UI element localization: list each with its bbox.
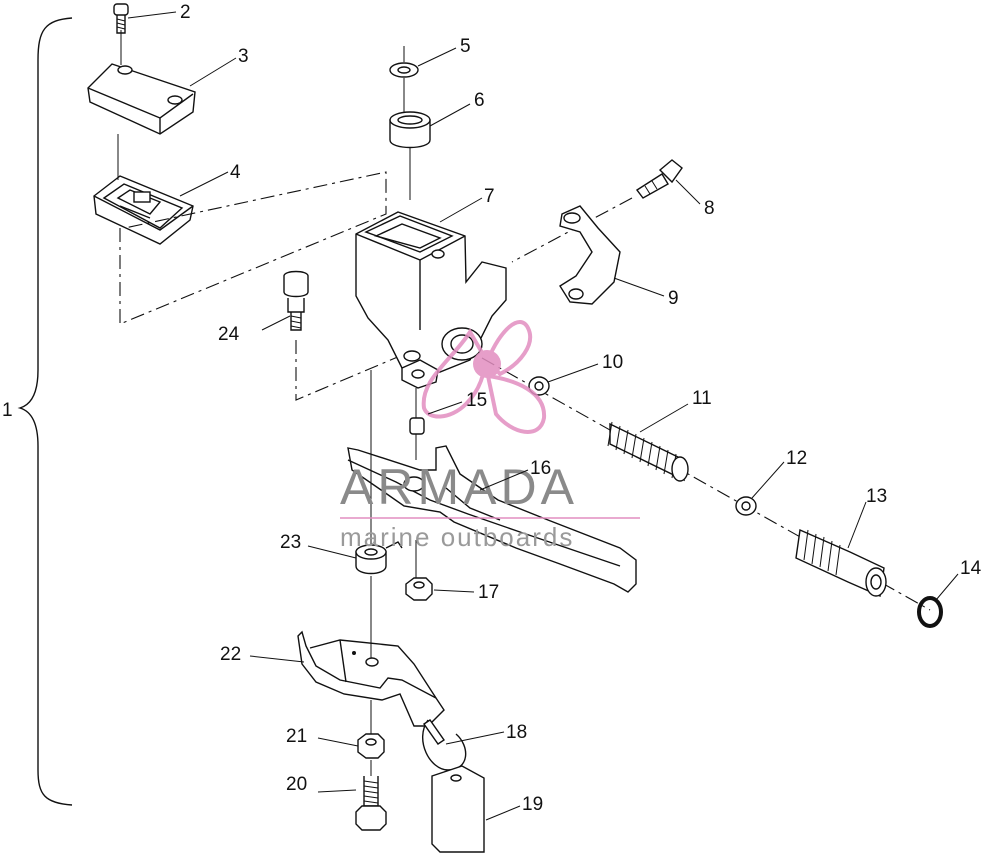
callout-1: 1 [2, 400, 13, 421]
part-18-key-ring [422, 719, 467, 771]
callout-20: 20 [286, 774, 307, 795]
part-11-spring [607, 421, 689, 482]
part-12-washer [735, 496, 757, 516]
part-2-screw [113, 3, 129, 34]
part-21-nut [357, 733, 385, 759]
callout-12: 12 [786, 448, 807, 469]
part-23-bushing [355, 541, 403, 575]
assembly-leader-screw [295, 340, 401, 401]
assembly-bracket [17, 17, 73, 806]
part-8-clamp-bolt [635, 159, 683, 199]
callout-5: 5 [460, 36, 471, 57]
callout-8: 8 [704, 198, 715, 219]
watermark-tagline: marine outboards [340, 522, 574, 552]
armada-logo [421, 320, 547, 434]
callout-leaders [127, 11, 959, 821]
part-22-switch-bracket [297, 630, 445, 727]
part-19-tag [431, 765, 485, 853]
part-20-screw [355, 776, 387, 831]
part-17-nut [405, 577, 433, 601]
callout-7: 7 [484, 186, 495, 207]
callout-22: 22 [220, 644, 241, 665]
callout-15: 15 [466, 390, 487, 411]
part-14-snap-ring [917, 596, 943, 628]
callout-16: 16 [530, 458, 551, 479]
part-10-washer [528, 376, 550, 396]
callout-14: 14 [960, 558, 982, 579]
callout-3: 3 [238, 46, 249, 67]
part-3-reservoir-cover [87, 63, 196, 135]
callout-2: 2 [180, 2, 191, 23]
part-4-diaphragm [93, 175, 194, 245]
callout-21: 21 [286, 726, 307, 747]
callout-13: 13 [866, 486, 887, 507]
callout-4: 4 [230, 162, 241, 183]
callout-6: 6 [474, 90, 485, 111]
callout-19: 19 [522, 794, 543, 815]
callout-18: 18 [506, 722, 527, 743]
callout-23: 23 [280, 532, 301, 553]
part-15-set-screw [409, 417, 425, 435]
part-24-pivot-bolt [283, 270, 309, 331]
callout-9: 9 [668, 288, 679, 309]
callout-24: 24 [218, 324, 240, 345]
part-9-handlebar-clamp [559, 205, 621, 305]
part-6-sleeve [389, 111, 431, 149]
part-13-piston [795, 528, 887, 598]
part-16-brake-lever [347, 445, 637, 593]
callout-11: 11 [692, 388, 712, 409]
assembly-leader-left [119, 171, 387, 325]
callout-17: 17 [478, 582, 499, 603]
callout-10: 10 [602, 352, 623, 373]
watermark-brand: ARMADA [340, 459, 578, 515]
